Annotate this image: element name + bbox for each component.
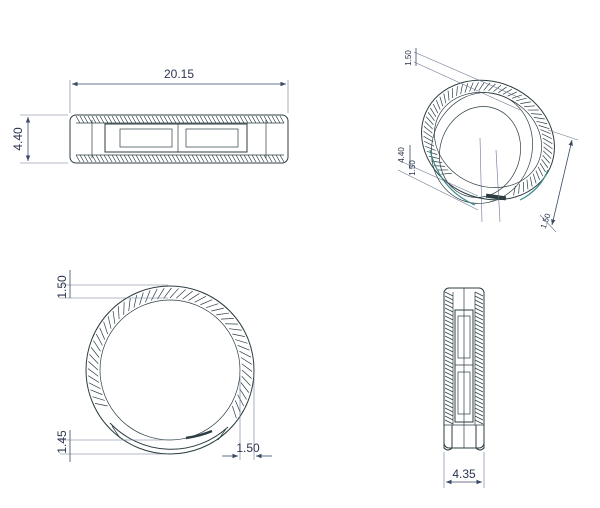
side-view: 1.50 1.45 1.50 (55, 270, 272, 462)
side-top-label: 1.50 (55, 275, 69, 299)
edge-width-dimension: 4.35 (443, 452, 485, 488)
iso-right-label: 1.50 (539, 212, 553, 230)
side-bottom-label: 1.45 (55, 430, 69, 454)
iso-dimensions: 1.50 4.40 1.50 1.50 (397, 48, 579, 233)
iso-rope-texture (423, 82, 553, 196)
iso-left2-label: 1.50 (408, 160, 417, 176)
edge-width-label: 4.35 (452, 467, 476, 481)
front-height-label: 4.40 (11, 127, 25, 151)
side-rope-texture (87, 287, 253, 419)
front-height-dimension: 4.40 (11, 114, 68, 164)
edge-view: 4.35 (443, 287, 485, 488)
iso-left-label: 4.40 (397, 147, 406, 163)
iso-view: 1.50 4.40 1.50 1.50 (397, 48, 579, 233)
front-width-dimension: 20.15 (69, 67, 289, 113)
front-rope-texture (75, 115, 285, 163)
side-right-label: 1.50 (236, 441, 260, 455)
front-width-label: 20.15 (164, 67, 194, 81)
side-dimensions: 1.50 1.45 1.50 (55, 270, 272, 462)
iso-top-label: 1.50 (404, 50, 413, 66)
front-view: 20.15 4.40 (11, 67, 289, 164)
edge-rope-texture (444, 291, 484, 425)
